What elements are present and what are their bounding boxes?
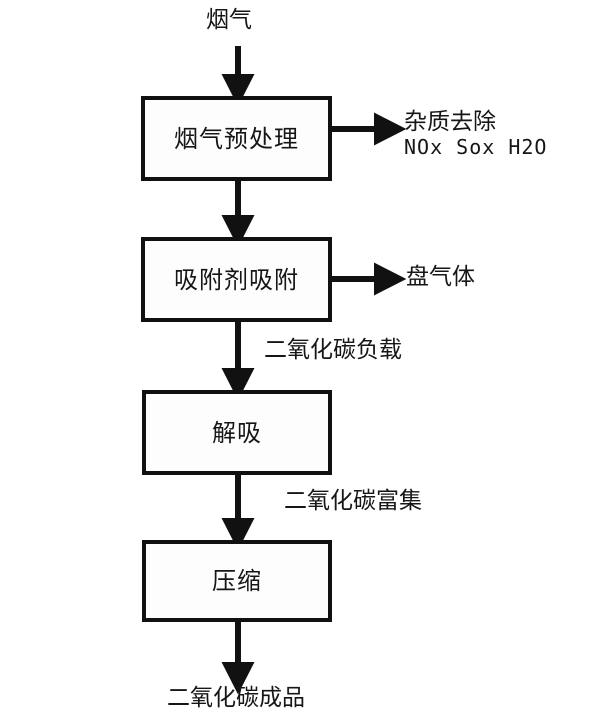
process-box-pretreatment: 烟气预处理 <box>141 96 332 181</box>
process-box-desorption: 解吸 <box>142 390 332 475</box>
process-box-compression-label: 压缩 <box>212 567 262 595</box>
process-box-pretreatment-label: 烟气预处理 <box>174 124 299 153</box>
process-box-adsorption: 吸附剂吸附 <box>141 237 332 322</box>
process-box-desorption-label: 解吸 <box>212 418 262 447</box>
side-output-impurity-removal-label: 杂质去除 NOx Sox H2O <box>404 109 548 159</box>
process-box-compression: 压缩 <box>142 540 332 622</box>
outlet-label: 二氧化碳成品 <box>167 685 305 711</box>
stream-label-co2-loaded: 二氧化碳负载 <box>264 337 402 363</box>
process-box-adsorption-label: 吸附剂吸附 <box>174 265 299 294</box>
inlet-label: 烟气 <box>206 7 252 33</box>
stream-label-co2-enriched: 二氧化碳富集 <box>284 488 422 514</box>
side-output-lean-gas-label: 盘气体 <box>406 264 475 290</box>
impurity-removal-line1: 杂质去除 <box>404 109 496 135</box>
impurity-removal-line2: NOx Sox H2O <box>404 134 548 159</box>
